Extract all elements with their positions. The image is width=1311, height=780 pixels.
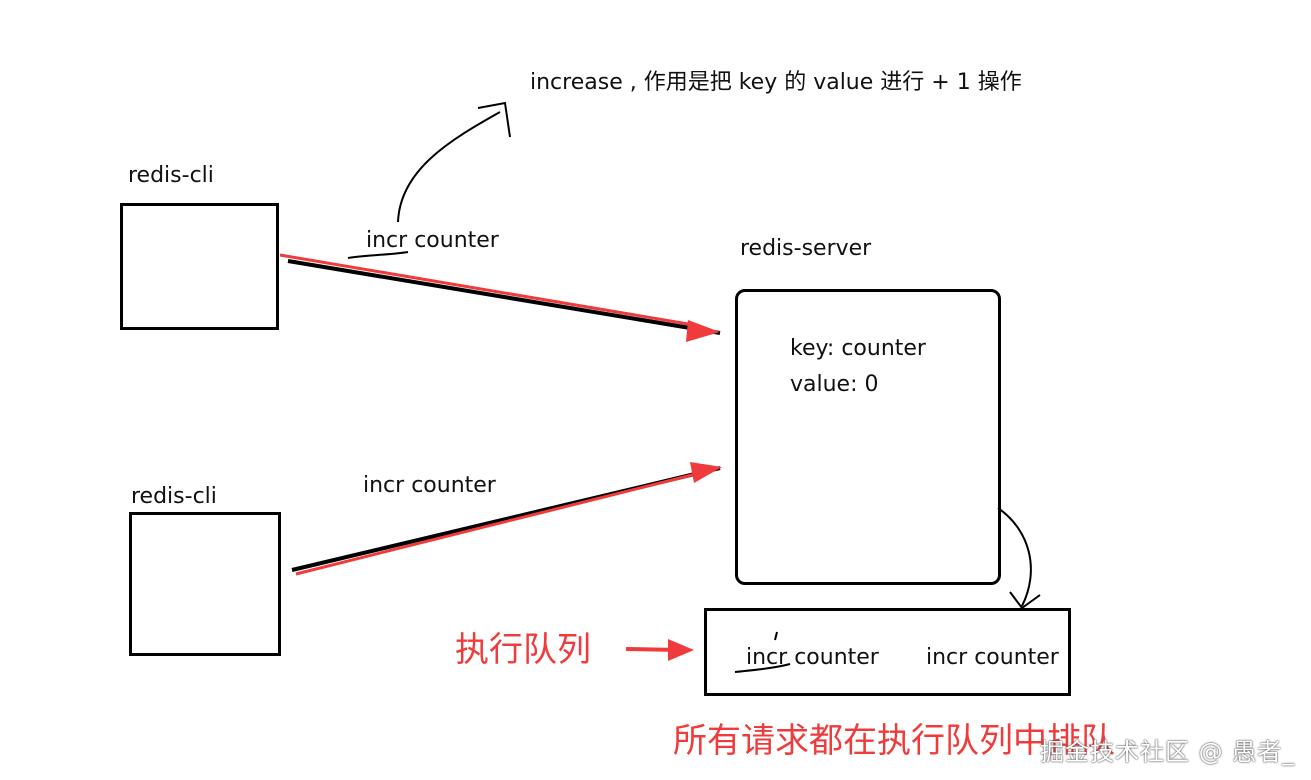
server-value-line: value: 0 [790, 372, 879, 397]
client-1-label: redis-cli [128, 163, 214, 188]
request-arrow-1-red [279, 253, 701, 328]
queue-underline-mark [734, 663, 791, 673]
watermark: 掘金技术社区 @ 愚者_ [1040, 738, 1296, 766]
request-arrow-2-red [295, 471, 701, 576]
server-box [735, 289, 1001, 585]
server-label: redis-server [740, 236, 872, 261]
queue-arrow [997, 507, 1032, 607]
client-2-label: redis-cli [131, 484, 217, 509]
client-2-box [129, 512, 281, 656]
queue-label-arrow-head [668, 639, 694, 661]
request-arrow-1-head [686, 320, 720, 342]
queue-item-2: incr counter [926, 645, 1059, 670]
annotation-arrow [397, 111, 501, 223]
server-key-line: key: counter [790, 336, 926, 361]
underline-mark [347, 251, 409, 259]
annotation-text: increase , 作用是把 key 的 value 进行 + 1 操作 [530, 70, 1022, 95]
queue-label: 执行队列 [455, 630, 591, 670]
annotation-arrow-head [477, 101, 511, 138]
client-1-box [120, 203, 279, 330]
queue-item-1: incr counter [746, 645, 879, 670]
request-arrow-1 [287, 259, 721, 335]
request-arrow-2-head [690, 462, 722, 483]
client-1-command: incr counter [366, 228, 499, 253]
caption: 所有请求都在执行队列中排队 [673, 721, 1115, 761]
tick-mark [774, 631, 778, 641]
queue-box [704, 608, 1071, 696]
client-2-command: incr counter [363, 473, 496, 498]
